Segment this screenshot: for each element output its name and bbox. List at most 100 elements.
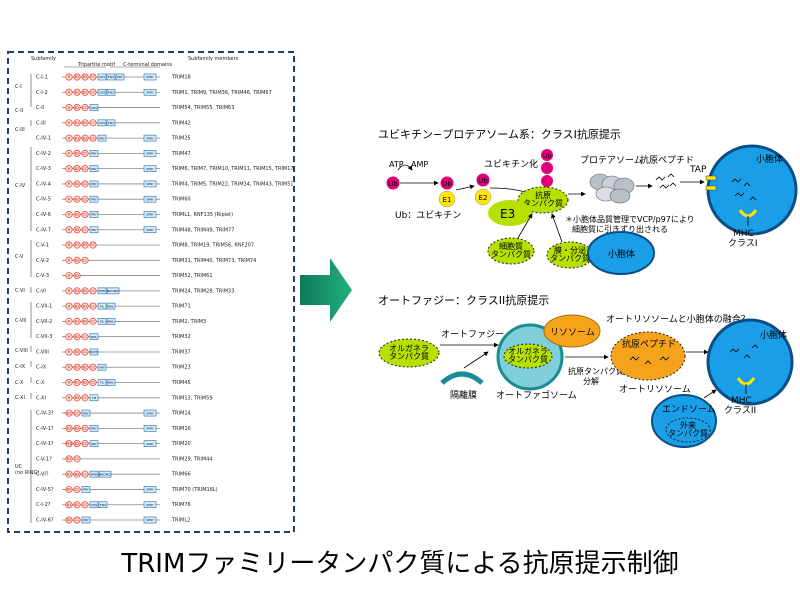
row-members: TRIM32 <box>171 334 191 340</box>
domain-b1-circle <box>73 88 81 96</box>
domain-label: PRY <box>117 75 123 79</box>
domain-spry-box <box>143 195 157 203</box>
domain-b2-circle <box>73 333 81 341</box>
domain-cc-circle <box>81 149 89 157</box>
domain-label: PRY <box>91 167 97 171</box>
domain-label: SPRY <box>146 228 154 232</box>
ub-chain-1 <box>541 149 553 161</box>
isolation-label: 隔離膜 <box>450 389 477 401</box>
fusion-question: オートリソソームと小胞体の融合？ <box>606 313 750 325</box>
domain-label: B2 <box>83 320 88 324</box>
row-subfamily: C-IV-6 <box>36 212 51 218</box>
domain-label: SPRY <box>146 503 154 507</box>
row-members: TRIM31, TRIM40, TRIM73, TRIM74 <box>171 258 256 264</box>
domain-r-circle <box>65 241 73 249</box>
domain-label: PRY <box>91 442 97 446</box>
group-label: C-V <box>15 254 24 260</box>
ub-label-1: Ub <box>388 180 398 188</box>
domain-label: R <box>68 167 71 171</box>
domain-b2-circle <box>81 134 89 142</box>
group-label: C-III <box>15 127 25 133</box>
domain-label: FIL <box>100 304 105 308</box>
row-members: TRIM8, TRIM19, TRIM56, RNF207 <box>171 243 254 249</box>
domain-label: R <box>68 381 71 385</box>
domain-pry-box <box>89 440 99 447</box>
group-label: C-IV <box>15 183 26 189</box>
domain-label: B2 <box>75 396 80 400</box>
domain-spry-box <box>143 180 157 188</box>
domain-cc-circle <box>73 409 81 417</box>
domain-label: B2 <box>67 488 72 492</box>
domain-b2-circle <box>81 119 89 127</box>
domain-label: PHD <box>91 472 98 476</box>
domain-b2-circle <box>81 73 89 81</box>
domain-label: R <box>68 121 71 125</box>
domain-bromo-box <box>98 470 112 478</box>
row-subfamily: C-I-2? <box>36 502 51 508</box>
row-members: TRIM4, TRIM5, TRIM22, TRIM34, TRIM43, TR… <box>171 181 294 187</box>
row-subfamily: C-IX <box>36 365 47 371</box>
domain-cos-box <box>89 501 99 509</box>
organelle-blob <box>378 338 440 368</box>
domain-label: PRY <box>83 411 89 415</box>
domain-label: ARF <box>99 365 105 369</box>
domain-label: B2 <box>75 197 80 201</box>
domain-cc-circle <box>89 363 97 371</box>
domain-label: R <box>68 243 71 247</box>
domain-label: FN3 <box>100 503 106 507</box>
domain-label: SPRY <box>146 488 154 492</box>
domain-pry-box <box>81 486 91 493</box>
domain-label: B1 <box>67 503 72 507</box>
domain-cc-circle <box>89 379 97 387</box>
row-members: TRIM1, TRIM9, TRIM36, TRIM46, TRIM67 <box>171 90 272 96</box>
row-subfamily: C-X <box>36 380 45 386</box>
domain-label: B2 <box>75 228 80 232</box>
autophagy-panel: オートファジー：クラスII抗原提示 オルガネラタンパク質 オートファジー 隔離膜… <box>378 293 794 448</box>
domain-label: PRY <box>91 427 97 431</box>
mhc-ii-class: クラスII <box>724 405 756 416</box>
row-members: TRIM20 <box>171 441 191 447</box>
row-subfamily: C-IV-3? <box>36 411 54 417</box>
er-peptides-3 <box>729 344 759 359</box>
domain-label: PYD <box>66 442 73 446</box>
domain-pry-box <box>115 73 125 81</box>
domain-label: CC <box>83 182 88 186</box>
row-members: TRIM13, TRIM59 <box>171 395 213 401</box>
row-members: TRIM70 (TRIM16L) <box>171 487 218 493</box>
domain-label: COS <box>99 90 105 94</box>
lysosome-ellipse <box>543 314 601 348</box>
row-members: TRIM2, TRIM3 <box>171 319 206 325</box>
domain-label: B1 <box>75 121 80 125</box>
row-members: TRIM71 <box>171 304 191 310</box>
degradation-label: 抗原タンパク質の分解 <box>568 366 632 386</box>
domain-label: CC <box>75 518 80 522</box>
domain-label: CC <box>83 152 88 156</box>
domain-fn3-box <box>106 119 116 127</box>
domain-label: SPRY <box>146 167 154 171</box>
domain-label: B2 <box>75 182 80 186</box>
domain-label: R <box>68 304 71 308</box>
domain-spry-box <box>143 165 157 172</box>
domain-label: B1 <box>75 289 80 293</box>
domain-pry-box <box>89 180 99 188</box>
domain-cc-circle <box>81 104 89 112</box>
autophagosome-label: オートファゴソーム <box>496 389 577 401</box>
domain-r-circle <box>65 73 73 81</box>
organelle-in-blob <box>503 343 553 369</box>
domain-label: B2 <box>83 243 88 247</box>
row-members: TRIM52, TRIM61 <box>171 273 213 279</box>
header-cterm: C-terminal domains <box>123 62 172 68</box>
domain-label: NHL <box>108 320 115 324</box>
row-subfamily: C-IV-5 <box>36 197 51 203</box>
domain-r-circle <box>65 134 73 142</box>
domain-label: CC <box>91 365 96 369</box>
domain-spry-box <box>143 409 157 417</box>
exogenous-label: 外来タンパク質 <box>668 420 708 438</box>
